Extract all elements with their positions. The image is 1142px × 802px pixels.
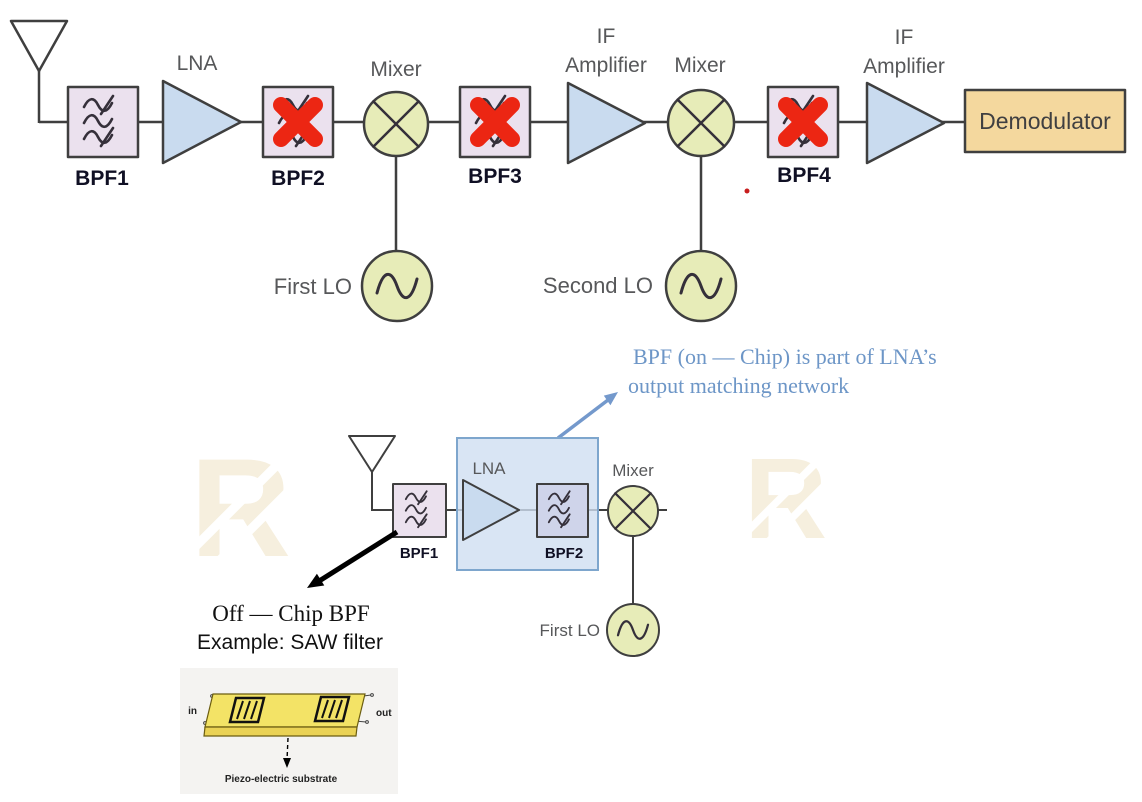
if-amplifier2-label-line1: IF: [895, 26, 914, 49]
saw-out-label: out: [376, 708, 392, 719]
bpf4-label: BPF4: [777, 164, 831, 187]
bpf3-label: BPF3: [468, 165, 522, 188]
lna-triangle-bottom: [462, 479, 520, 541]
if-amplifier2-label-line2: Amplifier: [863, 55, 945, 78]
first-lo-label-bottom: First LO: [540, 621, 600, 640]
watermark-logo: R: [731, 435, 847, 564]
red-cross-mark: [273, 97, 323, 147]
mixer-label-bottom: Mixer: [612, 461, 654, 480]
if-amplifier1-triangle: [566, 81, 647, 165]
on-chip-note-line1: BPF (on — Chip) is part of LNA’s: [633, 344, 937, 369]
saw-substrate-arrow: [283, 737, 291, 768]
bpf2-label: BPF2: [271, 167, 325, 190]
mixer2-label: Mixer: [674, 54, 725, 77]
demodulator-box: [963, 88, 1127, 154]
callout-arrow-black: [307, 529, 399, 588]
saw-in-label: in: [188, 706, 197, 717]
lna-label-bottom: LNA: [472, 459, 506, 478]
saw-idt-left: [228, 696, 266, 724]
bpf1-box-bottom: [392, 483, 447, 538]
bpf2-label-bottom: BPF2: [545, 545, 583, 562]
bpf2-box-bottom: [536, 483, 589, 538]
on-chip-note-line2: output matching network: [628, 373, 849, 398]
demodulator-label: Demodulator: [979, 108, 1111, 134]
mixer2-cross: [676, 98, 726, 148]
if-amplifier1-label-line2: Amplifier: [565, 54, 647, 77]
first-lo-label: First LO: [274, 274, 352, 299]
saw-substrate-side: [203, 726, 358, 737]
saw-idt-right: [313, 695, 351, 723]
red-cross-mark: [778, 97, 828, 147]
red-dot: [744, 188, 750, 194]
lna-label: LNA: [177, 52, 218, 75]
off-chip-note-line2: Example: SAW filter: [197, 631, 383, 654]
watermark-logo: R: [174, 429, 316, 588]
callout-arrow-blue: [556, 392, 618, 440]
bpf1-label-bottom: BPF1: [400, 545, 438, 562]
bpf1-box: [66, 85, 140, 159]
antenna-icon: [348, 435, 396, 473]
lna-triangle: [161, 79, 243, 165]
if-amplifier1-label-line1: IF: [597, 25, 616, 48]
saw-substrate-label: Piezo-electric substrate: [225, 774, 338, 785]
saw-filter-figure: in out Piezo-electric substrate: [180, 668, 398, 794]
bpf1-label: BPF1: [75, 167, 129, 190]
red-cross-mark: [470, 97, 520, 147]
off-chip-note-line1: Off — Chip BPF: [212, 601, 369, 626]
mixer1-cross: [372, 100, 420, 148]
antenna-icon: [9, 19, 69, 73]
second-lo-label: Second LO: [543, 273, 653, 298]
mixer1-label: Mixer: [370, 58, 421, 81]
mixer-cross-bottom: [614, 492, 652, 530]
if-amplifier2-triangle: [865, 81, 946, 165]
